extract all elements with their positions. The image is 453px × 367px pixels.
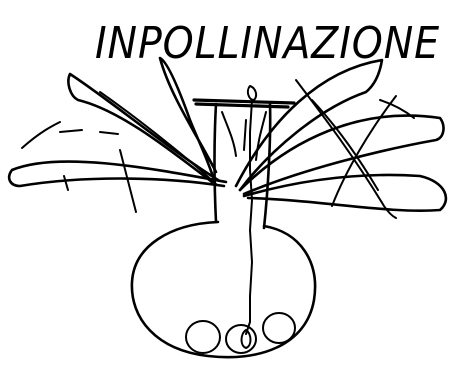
pollen-tube <box>246 100 252 334</box>
sketch-title: INPOLLINAZIONE <box>95 18 440 69</box>
petal-right-lower <box>244 175 446 211</box>
pollen-grain <box>248 86 256 100</box>
ovule-right <box>263 313 295 343</box>
ovule-left <box>186 321 220 353</box>
stigma <box>194 100 294 107</box>
style-left-wall <box>215 104 217 222</box>
pollen-tube-inner <box>222 112 266 160</box>
petal-left-top <box>160 58 216 180</box>
ovary-outline <box>132 222 315 357</box>
petal-left-dash-1 <box>22 122 118 148</box>
